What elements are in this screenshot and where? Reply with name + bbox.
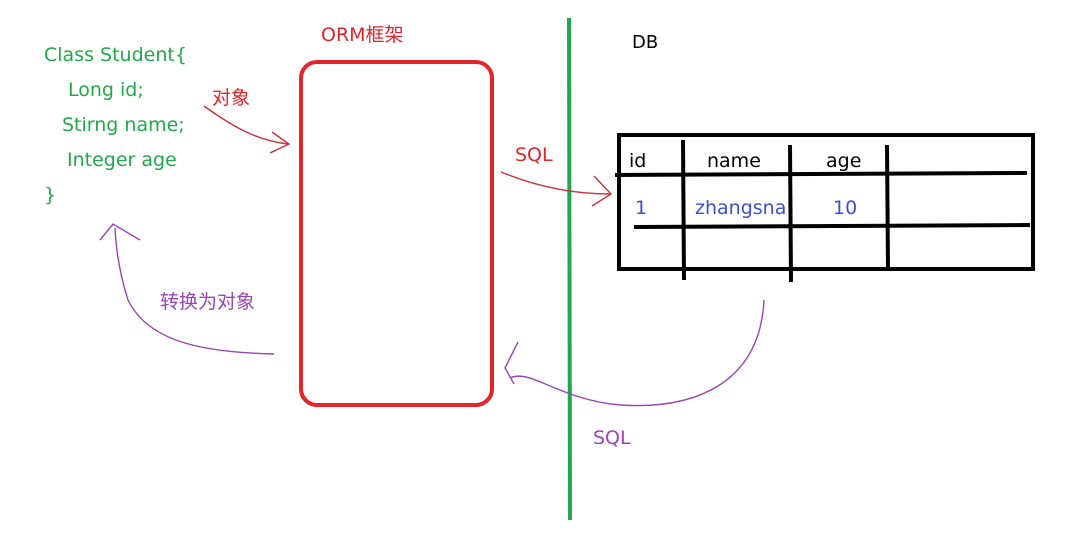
arrow-db-to-orm (509, 299, 765, 407)
code-line-close: } (44, 184, 57, 206)
arrow-orm-to-object (114, 227, 275, 355)
label-from-db: SQL (593, 427, 631, 449)
code-line-class: Class Student{ (44, 44, 187, 66)
db-header-id: id (629, 150, 647, 172)
arrow-object-to-orm (203, 105, 289, 145)
db-table-header-rule (614, 171, 1028, 177)
code-line-name: Stirng name; (62, 114, 185, 136)
divider-line (567, 17, 572, 521)
label-to-object: 转换为对象 (160, 291, 256, 313)
arrow-orm-to-db-head (591, 175, 613, 207)
label-to-orm: 对象 (212, 87, 251, 109)
db-cell-id: 1 (635, 197, 648, 219)
db-cell-name: zhangsna (695, 197, 787, 219)
db-header-name: name (707, 150, 761, 172)
code-line-age: Integer age (67, 149, 177, 171)
db-header-age: age (826, 150, 862, 172)
orm-title: ORM框架 (321, 24, 404, 46)
label-to-db: SQL (515, 144, 553, 166)
db-title: DB (632, 32, 659, 53)
arrow-orm-to-object-head (99, 223, 141, 241)
db-table-col-rule (681, 139, 686, 281)
db-table-row-rule (633, 223, 1031, 229)
db-table-border (617, 133, 1035, 271)
db-cell-age: 10 (833, 197, 858, 219)
db-table-col-rule (885, 144, 890, 271)
arrow-object-to-orm-head (269, 131, 291, 154)
code-line-id: Long id; (68, 79, 144, 101)
db-table-col-rule (788, 144, 793, 283)
arrow-orm-to-db (500, 171, 611, 195)
arrow-db-to-orm-head (504, 341, 519, 385)
orm-box (299, 60, 494, 407)
